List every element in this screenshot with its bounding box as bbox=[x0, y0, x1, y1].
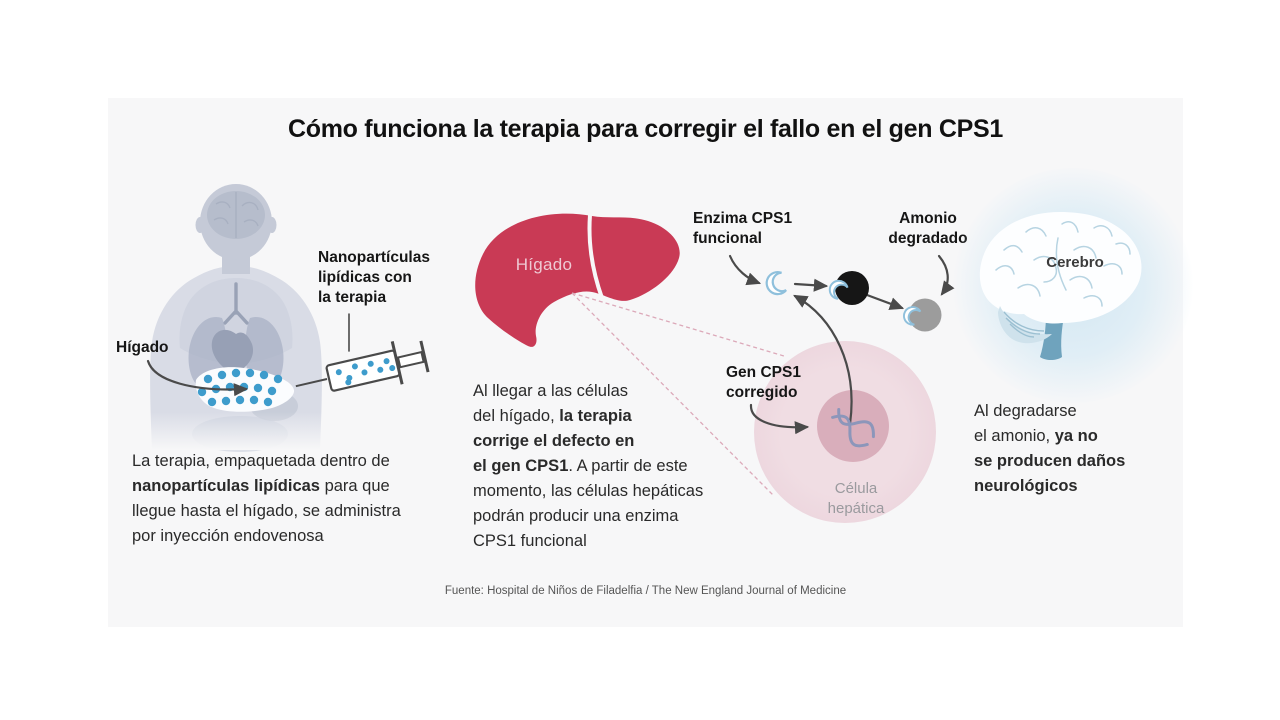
ammonia-degraded-icon bbox=[903, 298, 942, 332]
brain-sulci bbox=[995, 221, 1131, 307]
brainstem bbox=[1040, 314, 1064, 360]
syringe-icon bbox=[295, 340, 430, 392]
trachea-icon bbox=[223, 282, 249, 325]
enzyme-icon bbox=[765, 271, 787, 296]
enzyme-to-ammonia-arrow bbox=[793, 278, 829, 292]
child-brain-gyri bbox=[213, 192, 259, 238]
liver-lobe-divider bbox=[587, 214, 604, 299]
ammonia-to-degraded-arrow bbox=[865, 293, 905, 310]
ammonia-bound-icon bbox=[828, 271, 869, 305]
cell-nucleus bbox=[817, 390, 889, 462]
nanoparticles-in-syringe bbox=[335, 358, 396, 386]
page-title: Cómo funciona la terapia para corregir e… bbox=[288, 115, 1003, 143]
brain-label: Cerebro bbox=[1046, 254, 1104, 271]
cerebellum-ridges bbox=[1003, 311, 1045, 338]
liver-icon bbox=[475, 213, 680, 347]
cerebrum bbox=[979, 212, 1142, 324]
source-credit: Fuente: Hospital de Niños de Filadelfia … bbox=[444, 585, 847, 597]
liver-shape bbox=[475, 213, 680, 347]
liver-organ-label: Hígado bbox=[515, 255, 573, 274]
figure-fade bbox=[136, 412, 336, 450]
brain-icon bbox=[979, 212, 1142, 360]
ammonia-label-arrow bbox=[937, 254, 955, 296]
child-silhouette bbox=[136, 184, 336, 452]
enzyme-label-arrow bbox=[728, 254, 762, 286]
body-liver-label: Hígado bbox=[116, 339, 169, 356]
infographic-card: Cómo funciona la terapia para corregir e… bbox=[108, 98, 1193, 627]
